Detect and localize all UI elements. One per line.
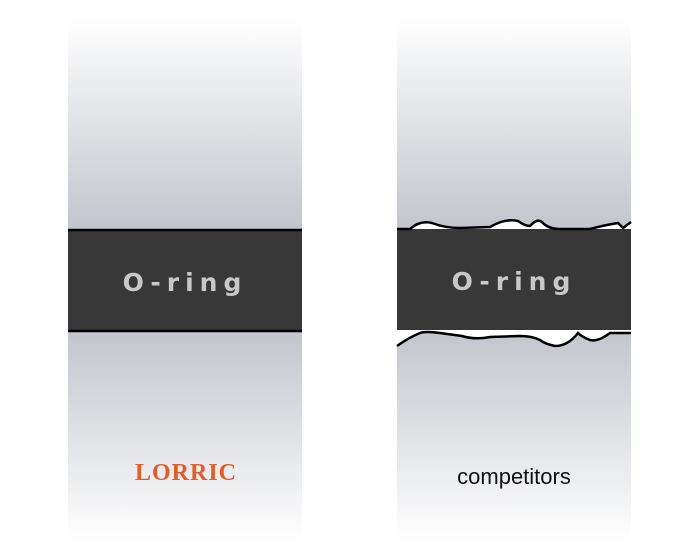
competitors-caption: competitors [457, 464, 571, 489]
oring-band [68, 230, 302, 330]
upper-surface [397, 18, 631, 230]
competitor-panel: O-ring competitors [396, 18, 632, 542]
upper-surface [68, 18, 302, 230]
gap-top [397, 220, 631, 229]
rough-surface-top [397, 219, 632, 231]
lower-surface [397, 330, 631, 542]
lorric-logo: LORRIC [135, 460, 237, 486]
rough-surface-bottom [396, 330, 631, 348]
oring-label: O-ring [123, 268, 248, 297]
oring-band [397, 229, 631, 330]
lower-surface [68, 332, 302, 542]
oring-label: O-ring [452, 267, 577, 296]
lorric-panel: O-ring LORRIC [68, 18, 302, 542]
